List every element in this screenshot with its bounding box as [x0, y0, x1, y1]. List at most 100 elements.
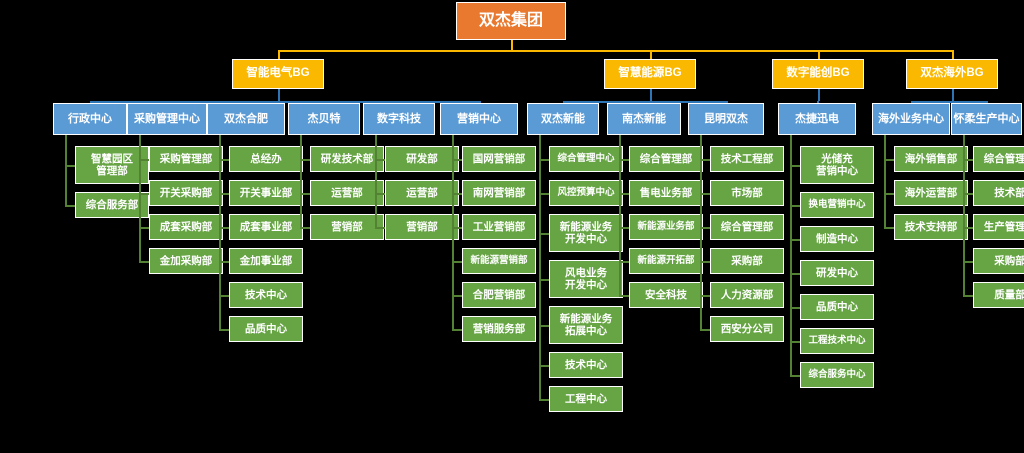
dept-stub-10-0: [884, 159, 894, 161]
dept-node-1-0[interactable]: 采购管理部: [149, 146, 223, 172]
dept-node-1-3[interactable]: 金加采购部: [149, 248, 223, 274]
dept-node-9-0[interactable]: 光储充 营销中心: [800, 146, 874, 184]
unit-node-8[interactable]: 昆明双杰: [688, 103, 764, 135]
unit-node-1[interactable]: 采购管理中心: [127, 103, 207, 135]
dept-stub-6-3: [539, 279, 549, 281]
dept-node-5-2[interactable]: 工业营销部: [462, 214, 536, 240]
dept-node-7-1[interactable]: 售电业务部: [629, 180, 703, 206]
dept-spine-10: [884, 135, 886, 227]
unit-stem-0: [90, 101, 92, 103]
root-node[interactable]: 双杰集团: [456, 2, 566, 40]
dept-node-5-5[interactable]: 营销服务部: [462, 316, 536, 342]
dept-node-9-5[interactable]: 工程技术中心: [800, 328, 874, 354]
dept-node-8-5[interactable]: 西安分公司: [710, 316, 784, 342]
dept-stub-9-0: [790, 165, 800, 167]
unit-node-3[interactable]: 杰贝特: [288, 103, 360, 135]
dept-stub-7-1: [619, 193, 629, 195]
dept-node-7-2[interactable]: 新能源业务部: [629, 214, 703, 240]
dept-node-4-0[interactable]: 研发部: [385, 146, 459, 172]
dept-stub-9-3: [790, 273, 800, 275]
dept-node-8-0[interactable]: 技术工程部: [710, 146, 784, 172]
bg-node-2[interactable]: 数字能创BG: [772, 59, 864, 89]
dept-node-8-4[interactable]: 人力资源部: [710, 282, 784, 308]
dept-node-11-0[interactable]: 综合管理部: [973, 146, 1024, 172]
dept-stub-6-2: [539, 233, 549, 235]
unit-node-6[interactable]: 双杰新能: [527, 103, 599, 135]
root-stem: [511, 40, 513, 50]
dept-node-11-4[interactable]: 质量部: [973, 282, 1024, 308]
dept-node-0-1[interactable]: 综合服务部: [75, 192, 149, 218]
bg-node-3[interactable]: 双杰海外BG: [906, 59, 998, 89]
dept-node-2-1[interactable]: 开关事业部: [229, 180, 303, 206]
unit-stem-6: [563, 101, 565, 103]
unit-node-0[interactable]: 行政中心: [53, 103, 127, 135]
dept-node-8-2[interactable]: 综合管理部: [710, 214, 784, 240]
dept-node-0-0[interactable]: 智慧园区 管理部: [75, 146, 149, 184]
dept-node-7-3[interactable]: 新能源开拓部: [629, 248, 703, 274]
dept-node-11-3[interactable]: 采购部: [973, 248, 1024, 274]
dept-node-6-3[interactable]: 风电业务 开发中心: [549, 260, 623, 298]
dept-node-6-1[interactable]: 风控预算中心: [549, 180, 623, 206]
dept-stub-6-4: [539, 325, 549, 327]
dept-node-9-3[interactable]: 研发中心: [800, 260, 874, 286]
dept-node-2-4[interactable]: 技术中心: [229, 282, 303, 308]
dept-node-5-3[interactable]: 新能源营销部: [462, 248, 536, 274]
dept-node-3-0[interactable]: 研发技术部: [310, 146, 384, 172]
dept-node-9-1[interactable]: 换电营销中心: [800, 192, 874, 218]
dept-node-10-2[interactable]: 技术支持部: [894, 214, 968, 240]
dept-node-3-1[interactable]: 运营部: [310, 180, 384, 206]
dept-node-6-2[interactable]: 新能源业务 开发中心: [549, 214, 623, 252]
dept-node-2-0[interactable]: 总经办: [229, 146, 303, 172]
dept-node-1-2[interactable]: 成套采购部: [149, 214, 223, 240]
unit-node-2[interactable]: 双杰合肥: [207, 103, 285, 135]
dept-node-10-0[interactable]: 海外销售部: [894, 146, 968, 172]
dept-stub-8-5: [700, 329, 710, 331]
bg-node-1[interactable]: 智慧能源BG: [604, 59, 696, 89]
dept-stub-8-1: [700, 193, 710, 195]
unit-node-7[interactable]: 南杰新能: [607, 103, 681, 135]
unit-node-4[interactable]: 数字科技: [363, 103, 435, 135]
dept-node-6-4[interactable]: 新能源业务 拓展中心: [549, 306, 623, 344]
dept-stub-5-4: [452, 295, 462, 297]
dept-node-11-2[interactable]: 生产管理部: [973, 214, 1024, 240]
dept-stub-10-2: [884, 227, 894, 229]
dept-node-9-2[interactable]: 制造中心: [800, 226, 874, 252]
dept-node-9-6[interactable]: 综合服务中心: [800, 362, 874, 388]
unit-node-5[interactable]: 营销中心: [440, 103, 518, 135]
dept-stub-9-4: [790, 307, 800, 309]
dept-node-4-2[interactable]: 营销部: [385, 214, 459, 240]
bg-node-0[interactable]: 智能电气BG: [232, 59, 324, 89]
dept-node-6-5[interactable]: 技术中心: [549, 352, 623, 378]
dept-stub-10-1: [884, 193, 894, 195]
dept-node-11-1[interactable]: 技术部: [973, 180, 1024, 206]
dept-stub-2-0: [219, 159, 229, 161]
dept-node-8-3[interactable]: 采购部: [710, 248, 784, 274]
dept-node-2-5[interactable]: 品质中心: [229, 316, 303, 342]
dept-node-3-2[interactable]: 营销部: [310, 214, 384, 240]
unit-node-10[interactable]: 海外业务中心: [872, 103, 950, 135]
dept-node-7-4[interactable]: 安全科技: [629, 282, 703, 308]
dept-node-5-0[interactable]: 国网营销部: [462, 146, 536, 172]
unit-node-11[interactable]: 怀柔生产中心: [951, 103, 1022, 135]
dept-stub-2-3: [219, 261, 229, 263]
dept-node-4-1[interactable]: 运营部: [385, 180, 459, 206]
unit-stem-5: [479, 101, 481, 103]
dept-node-1-1[interactable]: 开关采购部: [149, 180, 223, 206]
unit-node-9[interactable]: 杰捷迅电: [778, 103, 856, 135]
dept-node-2-3[interactable]: 金加事业部: [229, 248, 303, 274]
unit-stem-7: [644, 101, 646, 103]
dept-node-7-0[interactable]: 综合管理部: [629, 146, 703, 172]
dept-node-6-6[interactable]: 工程中心: [549, 386, 623, 412]
bg-drop-2: [818, 89, 820, 101]
dept-node-8-1[interactable]: 市场部: [710, 180, 784, 206]
dept-node-10-1[interactable]: 海外运营部: [894, 180, 968, 206]
dept-spine-8: [700, 135, 702, 329]
dept-node-5-1[interactable]: 南网营销部: [462, 180, 536, 206]
dept-stub-4-1: [375, 193, 385, 195]
dept-node-5-4[interactable]: 合肥营销部: [462, 282, 536, 308]
bg-rail: [278, 50, 952, 52]
dept-node-6-0[interactable]: 综合管理中心: [549, 146, 623, 172]
dept-stub-0-0: [65, 165, 75, 167]
dept-node-2-2[interactable]: 成套事业部: [229, 214, 303, 240]
dept-node-9-4[interactable]: 品质中心: [800, 294, 874, 320]
